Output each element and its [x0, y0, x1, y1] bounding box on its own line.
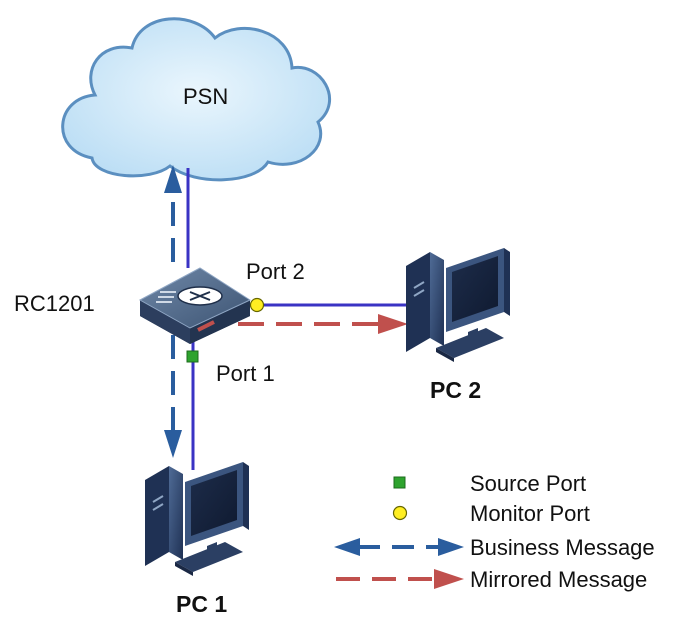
device-emblem-icon	[156, 286, 223, 306]
legend-business-message-swatch	[334, 538, 464, 556]
source-port-marker	[186, 350, 199, 363]
pc1-computer-icon	[145, 462, 249, 576]
port1-label: Port 1	[216, 361, 275, 386]
pc2-label: PC 2	[430, 377, 481, 403]
legend-source-port-swatch	[393, 476, 406, 489]
psn-label: PSN	[183, 84, 228, 109]
mirrored-message-path	[200, 314, 408, 334]
port2-label: Port 2	[246, 259, 305, 284]
pc1-label: PC 1	[176, 591, 227, 617]
mirrored-arrow	[378, 314, 408, 334]
legend-business-message-label: Business Message	[470, 535, 655, 560]
business-arrow-up	[164, 165, 182, 193]
monitor-port-marker	[249, 297, 265, 313]
legend-mirrored-message-swatch	[336, 569, 464, 589]
legend-monitor-port-label: Monitor Port	[470, 501, 590, 526]
rc1201-device	[138, 267, 252, 344]
pc2-computer-icon	[406, 248, 510, 362]
legend-mirrored-message-label: Mirrored Message	[470, 567, 647, 592]
legend-source-port-label: Source Port	[470, 471, 586, 496]
business-message-paths	[164, 165, 182, 458]
legend-monitor-port-swatch	[392, 505, 408, 521]
psn-cloud: PSN	[61, 17, 331, 182]
device-label: RC1201	[14, 291, 95, 316]
business-arrow-down	[164, 430, 182, 458]
legend: Source Port Monitor Port Business Messag…	[334, 471, 655, 592]
